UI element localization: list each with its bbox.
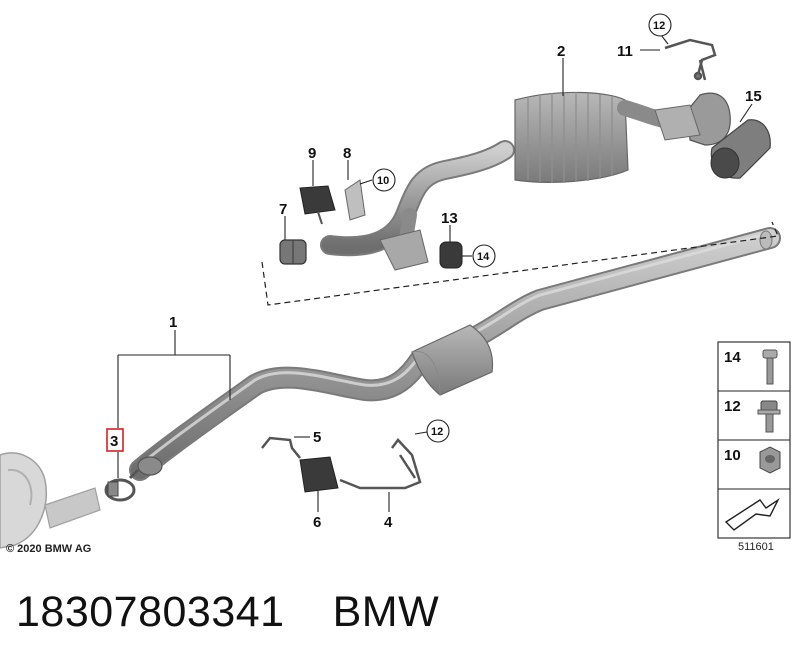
diagram-id: 511601 — [738, 541, 774, 553]
callout-7: 7 — [279, 201, 287, 218]
rubber-mount-6 — [299, 456, 339, 493]
callout-8: 8 — [343, 145, 351, 162]
flange-bolt-icon — [757, 400, 781, 433]
callout-2: 2 — [557, 43, 565, 60]
callout-4: 4 — [384, 514, 393, 531]
hex-nut-icon — [759, 446, 781, 474]
callout-14-circle — [472, 244, 496, 268]
callout-11: 11 — [617, 43, 633, 60]
hanger-bracket — [664, 38, 717, 81]
callout-15: 15 — [745, 88, 762, 105]
exhaust-parts-diagram: 1 2 3 4 5 6 7 8 9 10 11 12 12 13 14 15 1… — [0, 13, 791, 549]
bracket-rear — [379, 229, 429, 271]
bracket-8 — [344, 179, 366, 221]
copyright-notice: © 2020 BMW AG — [6, 543, 92, 555]
rear-silencer — [320, 91, 731, 257]
callout-12a: 12 — [653, 20, 665, 32]
rubber-mount-9 — [299, 185, 336, 225]
callout-lines — [117, 34, 753, 512]
direction-arrow-icon — [724, 497, 780, 531]
hardware-legend: 14 12 10 — [717, 341, 791, 539]
bolt-icon — [762, 349, 778, 385]
assembly-frame — [261, 221, 779, 306]
callout-13: 13 — [441, 210, 458, 227]
callout-5: 5 — [313, 429, 321, 446]
pipe-clamp — [104, 468, 140, 502]
callout-10-circle — [372, 168, 396, 192]
muffler-ribs — [527, 92, 613, 183]
catalytic-housing — [0, 452, 101, 549]
callout-12b-circle — [426, 419, 450, 443]
legend-number-14: 14 — [724, 349, 741, 366]
callout-3-highlight — [106, 428, 124, 452]
callout-9: 9 — [308, 145, 316, 162]
brand-name: BMW — [332, 588, 440, 636]
part-footer: 18307803341 BMW — [16, 588, 439, 637]
tailpipe-tip — [710, 119, 771, 179]
rubber-mount-13 — [439, 241, 463, 269]
callout-14: 14 — [477, 251, 490, 263]
callout-3: 3 — [110, 433, 118, 450]
legend-number-12: 12 — [724, 398, 741, 415]
rubber-mount-7 — [279, 239, 307, 265]
front-pipe — [129, 227, 781, 481]
callout-12a-circle — [648, 13, 672, 37]
part-number: 18307803341 — [16, 588, 285, 636]
legend-number-10: 10 — [724, 447, 741, 464]
callout-1: 1 — [169, 314, 177, 331]
bracket-4 — [339, 438, 422, 490]
callout-10: 10 — [377, 175, 389, 187]
callout-12b: 12 — [431, 426, 443, 438]
bracket-5 — [261, 436, 301, 459]
callout-6: 6 — [313, 514, 321, 531]
